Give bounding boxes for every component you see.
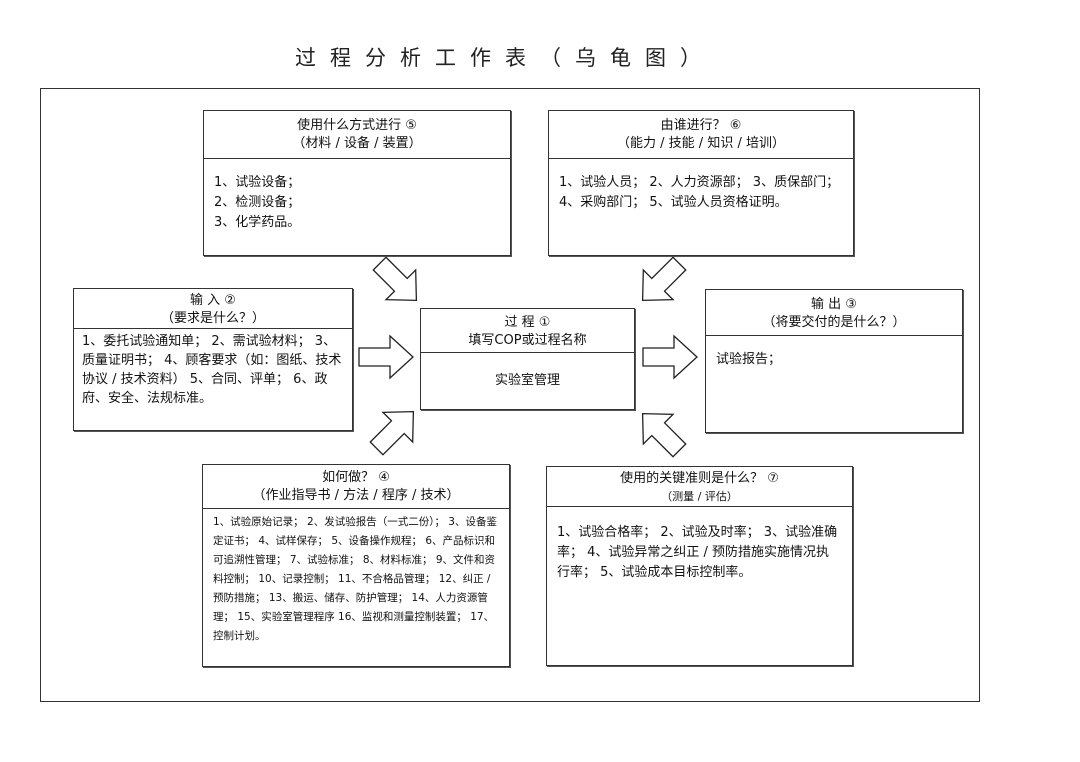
who-subtitle: （能力 / 技能 / 知识 / 培训） — [617, 136, 785, 151]
input-body: 1、委托试验通知单； 2、需试验材料； 3、质量证明书； 4、顾客要求（如：图纸… — [74, 329, 352, 412]
process-body: 实验室管理 — [421, 353, 634, 397]
method-header: 使用什么方式进行 ⑤ （材料 / 设备 / 装置） — [204, 111, 510, 159]
method-subtitle: （材料 / 设备 / 装置） — [292, 136, 422, 151]
input-header: 输 入 ② （要求是什么？） — [74, 289, 352, 329]
input-title: 输 入 ② — [190, 293, 236, 308]
output-title: 输 出 ③ — [811, 297, 857, 312]
who-text: 1、试验人员； 2、人力资源部； 3、质保部门； 4、采购部门； 5、试验人员资… — [559, 175, 840, 210]
process-subtitle: 填写COP或过程名称 — [468, 333, 587, 348]
output-box: 输 出 ③ （将要交付的是什么？） 试验报告； — [705, 289, 963, 433]
how-body: 1、试验原始记录； 2、发试验报告（一式二份）； 3、设备鉴定证书； 4、试样保… — [203, 509, 509, 650]
output-header: 输 出 ③ （将要交付的是什么？） — [706, 290, 962, 336]
how-box: 如何做？ ④ （作业指导书 / 方法 / 程序 / 技术） 1、试验原始记录； … — [202, 464, 510, 667]
diagram-frame — [40, 88, 980, 702]
arrow-criteria-to-process — [641, 412, 687, 458]
arrow-input-to-process — [358, 334, 414, 380]
page-title: 过程分析工作表（乌龟图） — [295, 46, 715, 70]
output-text: 试验报告； — [716, 352, 782, 367]
arrow-method-to-process — [372, 256, 418, 302]
method-item: 2、检测设备； — [214, 195, 301, 210]
method-body: 1、试验设备； 2、检测设备； 3、化学药品。 — [204, 159, 510, 239]
method-title: 使用什么方式进行 ⑤ — [297, 118, 417, 133]
who-box: 由谁进行？ ⑥ （能力 / 技能 / 知识 / 培训） 1、试验人员； 2、人力… — [548, 110, 854, 256]
criteria-text: 1、试验合格率； 2、试验及时率； 3、试验准确率； 4、试验异常之纠正 / 预… — [557, 525, 838, 580]
output-subtitle: （将要交付的是什么？） — [762, 315, 906, 330]
criteria-title: 使用的关键准则是什么？ ⑦ — [620, 471, 779, 486]
process-header: 过 程 ① 填写COP或过程名称 — [421, 309, 634, 353]
how-text: 1、试验原始记录； 2、发试验报告（一式二份）； 3、设备鉴定证书； 4、试样保… — [213, 516, 497, 642]
criteria-body: 1、试验合格率； 2、试验及时率； 3、试验准确率； 4、试验异常之纠正 / 预… — [547, 507, 852, 589]
who-title: 由谁进行？ ⑥ — [660, 118, 742, 133]
output-body: 试验报告； — [706, 336, 962, 376]
arrow-how-to-process — [369, 410, 415, 456]
who-body: 1、试验人员； 2、人力资源部； 3、质保部门； 4、采购部门； 5、试验人员资… — [549, 159, 853, 219]
input-subtitle: （要求是什么？） — [160, 311, 265, 326]
criteria-header: 使用的关键准则是什么？ ⑦ （测量 / 评估） — [547, 467, 852, 507]
process-box: 过 程 ① 填写COP或过程名称 实验室管理 — [420, 308, 635, 410]
criteria-subtitle: （测量 / 评估） — [661, 490, 738, 503]
arrow-who-to-process — [641, 256, 687, 302]
how-title: 如何做？ ④ — [322, 470, 390, 485]
criteria-box: 使用的关键准则是什么？ ⑦ （测量 / 评估） 1、试验合格率； 2、试验及时率… — [546, 466, 853, 666]
input-text: 1、委托试验通知单； 2、需试验材料； 3、质量证明书； 4、顾客要求（如：图纸… — [82, 334, 342, 406]
process-title: 过 程 ① — [504, 315, 551, 330]
method-item: 3、化学药品。 — [214, 215, 301, 230]
process-name: 实验室管理 — [494, 373, 560, 388]
who-header: 由谁进行？ ⑥ （能力 / 技能 / 知识 / 培训） — [549, 111, 853, 159]
how-header: 如何做？ ④ （作业指导书 / 方法 / 程序 / 技术） — [203, 465, 509, 509]
arrow-process-to-output — [642, 334, 698, 380]
method-box: 使用什么方式进行 ⑤ （材料 / 设备 / 装置） 1、试验设备； 2、检测设备… — [203, 110, 511, 256]
input-box: 输 入 ② （要求是什么？） 1、委托试验通知单； 2、需试验材料； 3、质量证… — [73, 288, 353, 431]
method-item: 1、试验设备； — [214, 175, 301, 190]
how-subtitle: （作业指导书 / 方法 / 程序 / 技术） — [252, 488, 460, 503]
